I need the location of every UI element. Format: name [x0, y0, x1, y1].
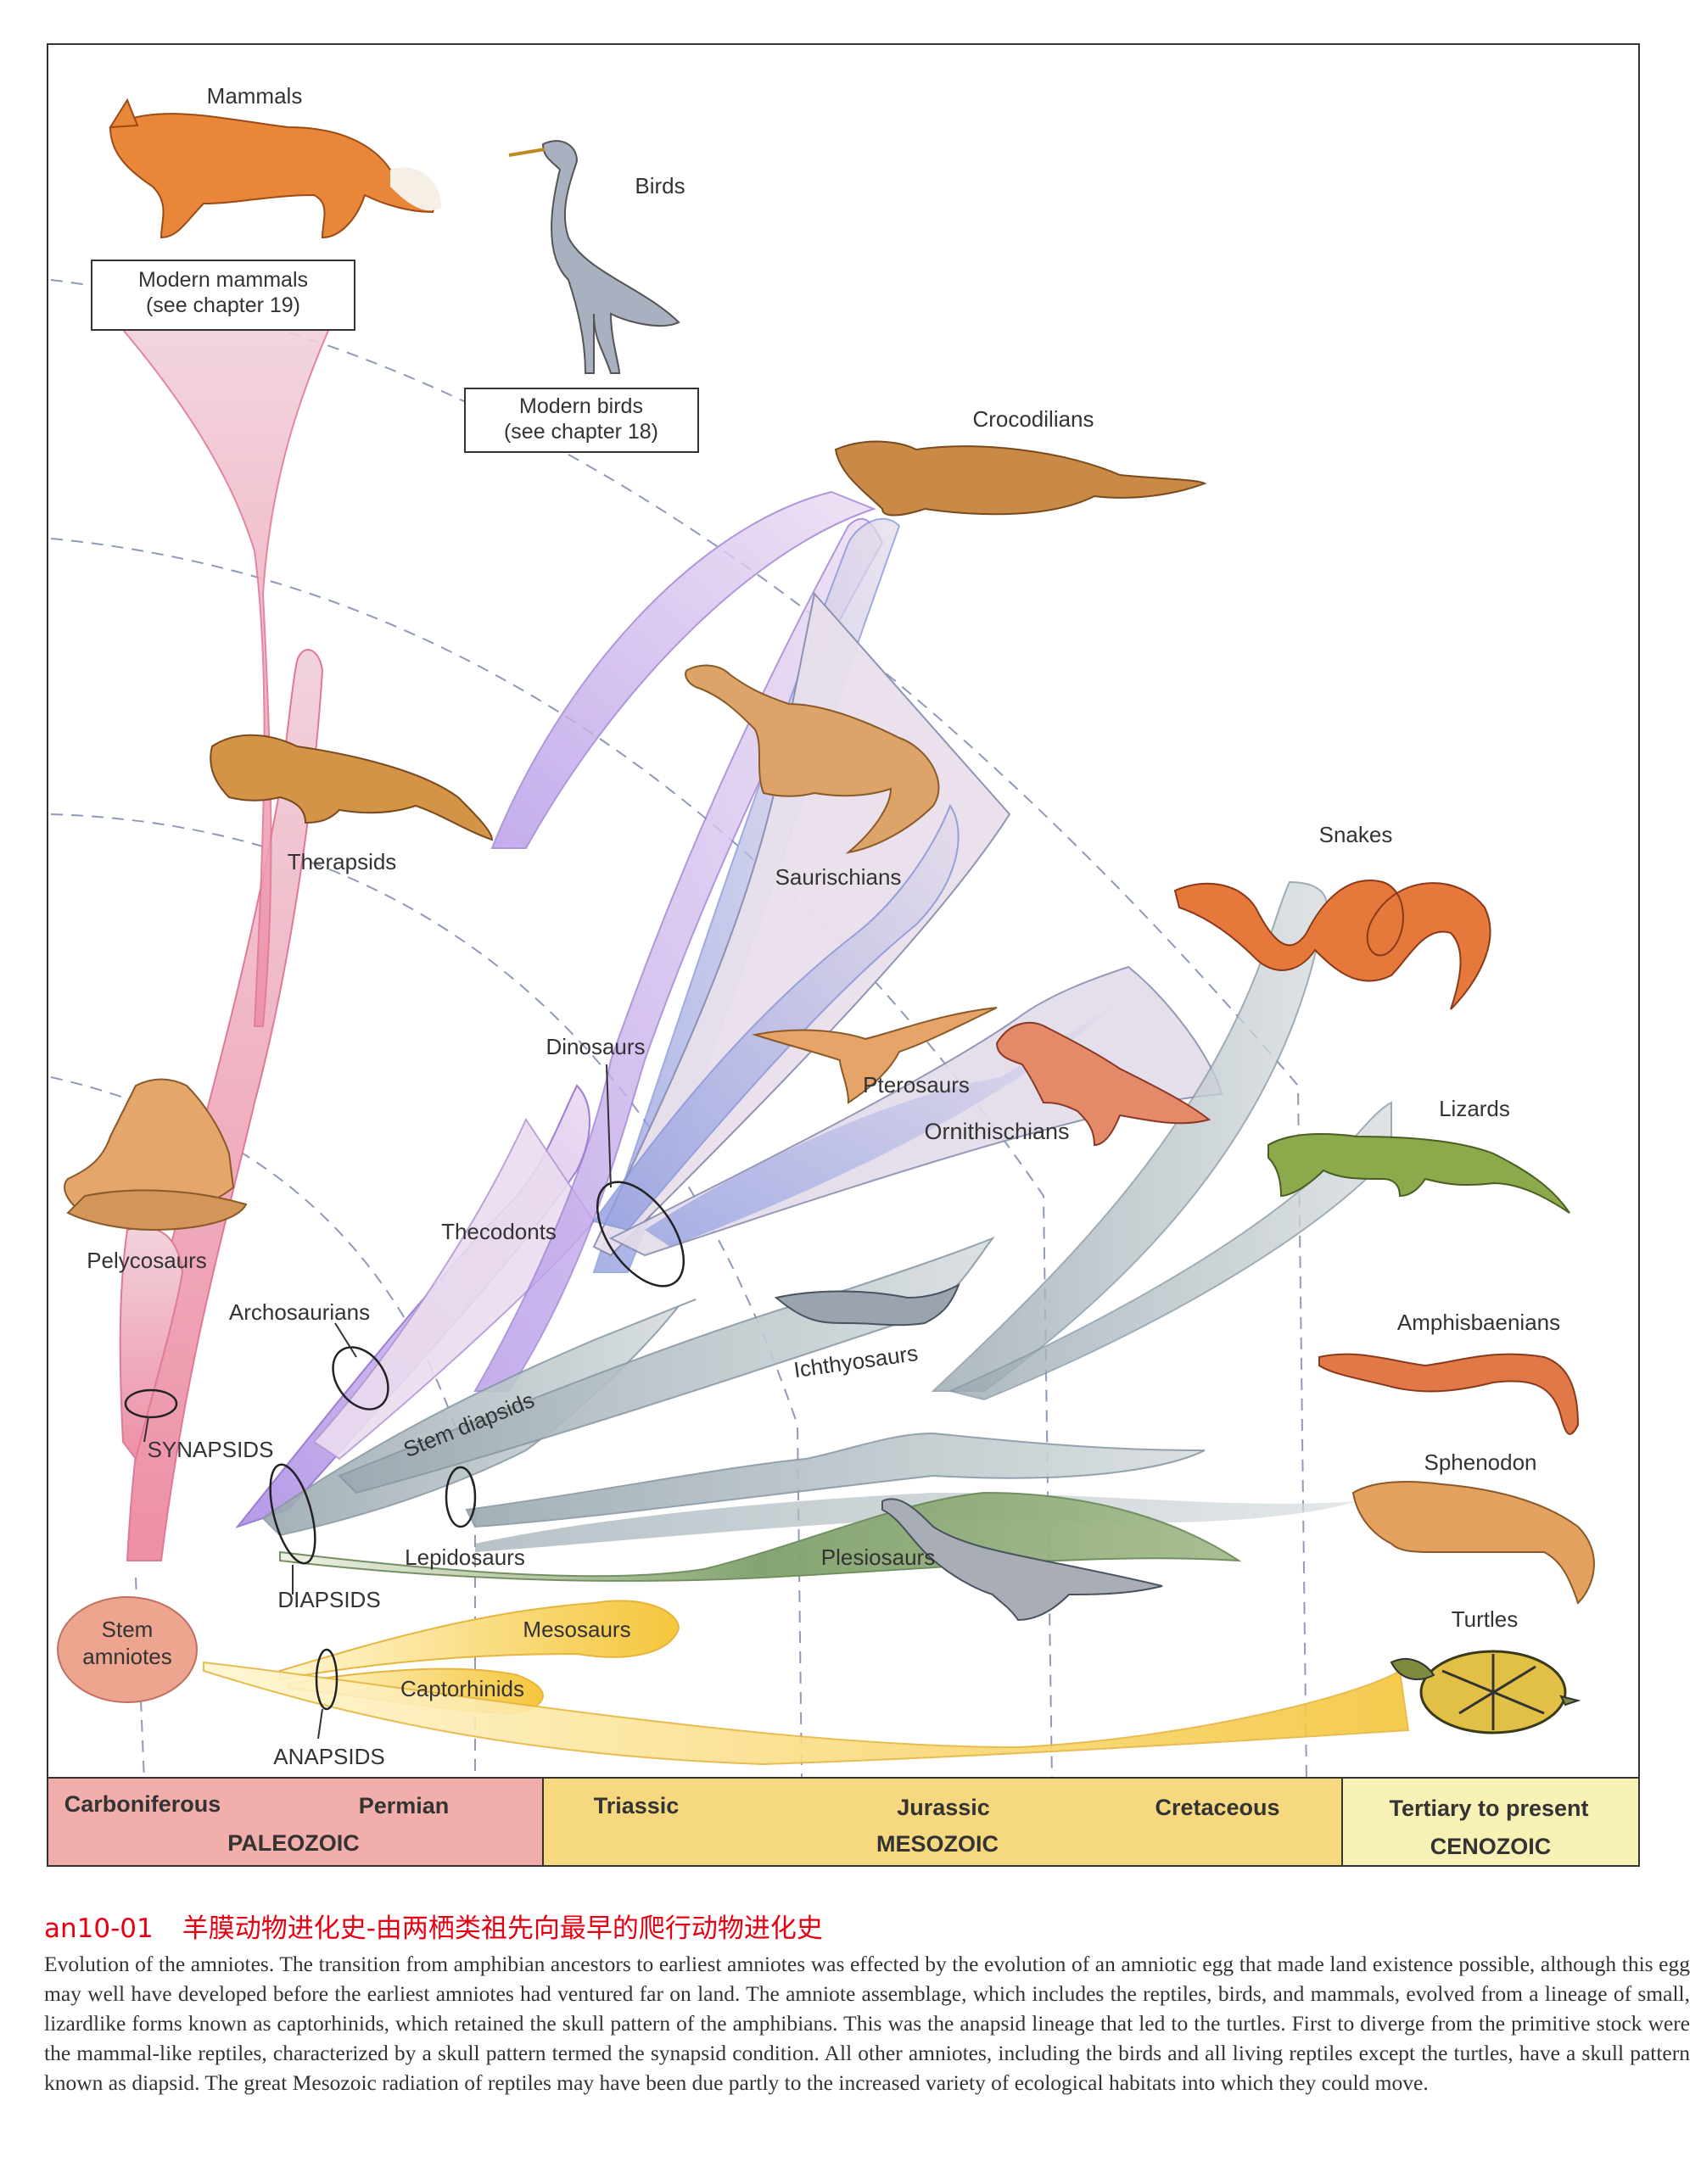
paleozoic-band — [47, 1777, 544, 1867]
fox-illustration — [109, 98, 441, 239]
ichthyosaur-illustration — [774, 1282, 960, 1327]
lepidosaurs-label: Lepidosaurs — [405, 1544, 525, 1570]
pelycosaurs-label: Pelycosaurs — [87, 1248, 207, 1273]
amphisbaenians-label: Amphisbaenians — [1397, 1310, 1560, 1335]
anapsids-label: ANAPSIDS — [273, 1744, 385, 1769]
tertiary-label: Tertiary to present — [1389, 1796, 1588, 1821]
geologic-timeline: Carboniferous Permian PALEOZOIC Triassic… — [47, 1777, 1640, 1867]
modern-birds-line2: (see chapter 18) — [504, 420, 658, 444]
modern-birds-line1: Modern birds — [519, 394, 643, 418]
ornithischians-label: Ornithischians — [924, 1119, 1069, 1144]
figure-chinese-title: 羊膜动物进化史-由两栖类祖先向最早的爬行动物进化史 — [182, 1913, 823, 1944]
mammals-label: Mammals — [207, 83, 303, 109]
figure-caption: Evolution of the amniotes. The transitio… — [44, 1952, 1690, 2095]
ornithischian-illustration — [995, 1021, 1211, 1147]
saurischians-label: Saurischians — [775, 864, 902, 890]
sphenodon-illustration — [1351, 1481, 1595, 1605]
diapsids-label: DIAPSIDS — [277, 1587, 380, 1612]
modern-mammals-box — [91, 260, 355, 331]
turtle-illustration — [1390, 1650, 1581, 1734]
therapsids-label: Therapsids — [288, 849, 397, 874]
heron-illustration — [508, 140, 680, 374]
label-pointers — [143, 1064, 612, 1740]
stem-amniotes-line1: Stem — [102, 1617, 154, 1642]
pterosaurs-label: Pterosaurs — [863, 1072, 970, 1098]
crocodile-illustration — [834, 440, 1207, 517]
amphisbaenian-illustration — [1318, 1353, 1580, 1435]
pelycosaur-illustration — [64, 1078, 248, 1232]
cenozoic-band — [1341, 1777, 1640, 1867]
plesiosaur-illustration — [881, 1498, 1163, 1622]
clade-markers — [124, 1181, 685, 1711]
modern-mammals-line2: (see chapter 19) — [146, 293, 300, 317]
thecodonts-label: Thecodonts — [441, 1219, 557, 1244]
pterosaur-illustration — [752, 1007, 998, 1104]
plesiosaurs-label: Plesiosaurs — [821, 1544, 935, 1570]
captorhinids-label: Captorhinids — [400, 1676, 524, 1701]
turtles-label: Turtles — [1452, 1606, 1519, 1632]
mesozoic-band — [542, 1777, 1343, 1867]
archosaurians-label: Archosaurians — [229, 1299, 370, 1325]
triassic-label: Triassic — [594, 1793, 680, 1818]
dinosaurs-label: Dinosaurs — [546, 1034, 645, 1059]
stem-amniotes-line2: amniotes — [82, 1644, 172, 1669]
sphenodon-label: Sphenodon — [1424, 1449, 1536, 1475]
snake-illustration — [1173, 880, 1491, 1010]
anapsid-lineage — [203, 1600, 1410, 1766]
snakes-label: Snakes — [1319, 822, 1393, 847]
paleozoic-label: PALEOZOIC — [227, 1830, 360, 1856]
sauropod-illustration — [685, 664, 940, 854]
birds-label: Birds — [635, 173, 685, 198]
figure-code: an10-01 — [44, 1913, 154, 1944]
mesozoic-label: MESOZOIC — [876, 1831, 999, 1857]
permian-label: Permian — [359, 1793, 450, 1818]
carboniferous-label: Carboniferous — [64, 1791, 221, 1817]
amniote-evolution-diagram: Mammals Modern mammals (see chapter 19) … — [47, 43, 1640, 1867]
therapsid-illustration — [210, 734, 494, 841]
stem-amniotes-node — [57, 1596, 198, 1703]
figure-title: an10-01 羊膜动物进化史-由两栖类祖先向最早的爬行动物进化史 — [44, 1907, 1656, 1945]
modern-mammals-line1: Modern mammals — [138, 268, 308, 292]
lizard-illustration — [1267, 1133, 1570, 1214]
synapsids-label: SYNAPSIDS — [148, 1437, 274, 1462]
modern-birds-box — [464, 388, 699, 453]
crocodilians-label: Crocodilians — [972, 406, 1094, 432]
jurassic-label: Jurassic — [897, 1795, 990, 1820]
lizards-label: Lizards — [1439, 1096, 1510, 1121]
mesosaurs-label: Mesosaurs — [523, 1617, 630, 1642]
cretaceous-label: Cretaceous — [1155, 1795, 1279, 1820]
cenozoic-label: CENOZOIC — [1430, 1834, 1552, 1859]
